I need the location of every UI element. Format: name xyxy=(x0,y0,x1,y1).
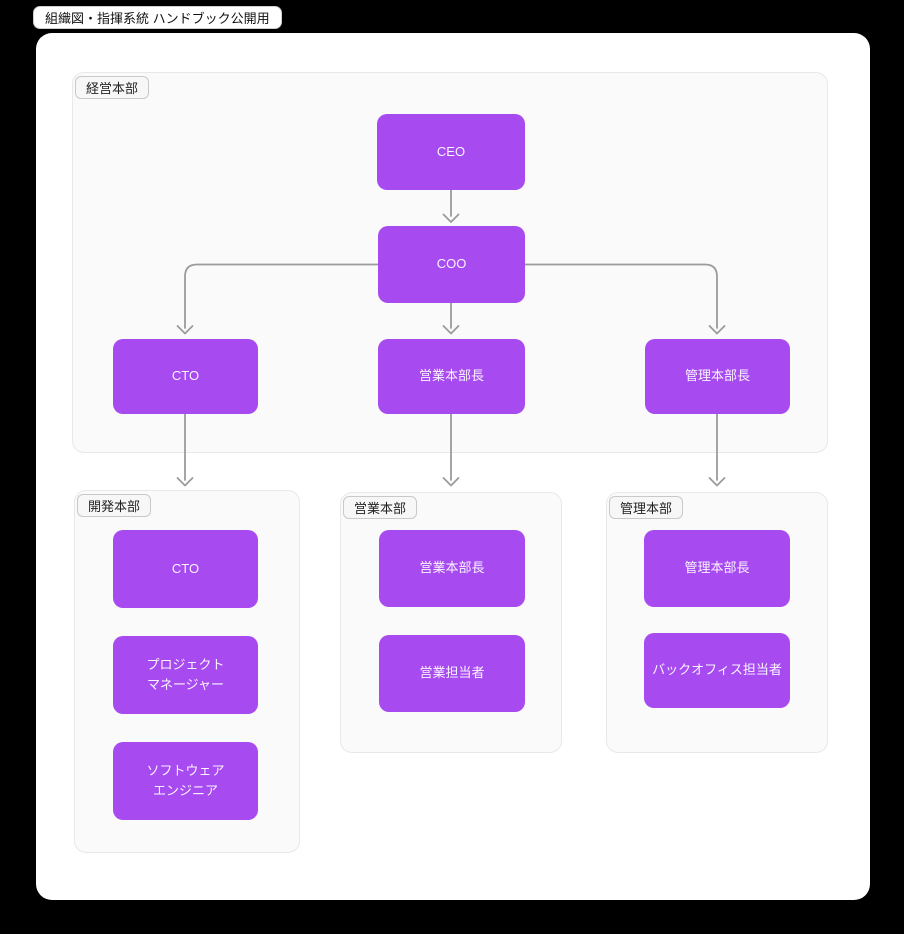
arrowhead-coo-cto xyxy=(176,325,194,335)
arrowhead-cto-development xyxy=(176,477,194,487)
org-node-admin-head[interactable]: 管理本部長 xyxy=(644,530,790,607)
section-label-executive: 経営本部 xyxy=(75,76,150,99)
section-label-development: 開発本部 xyxy=(77,494,152,517)
org-node-cto-development[interactable]: CTO xyxy=(113,530,258,608)
arrowhead-saleshead-sales xyxy=(442,477,460,487)
arrowhead-coo-admin-head xyxy=(708,325,726,335)
org-node-backoffice[interactable]: バックオフィス担当者 xyxy=(644,633,790,708)
org-node-ceo[interactable]: CEO xyxy=(377,114,525,190)
org-node-sales-head[interactable]: 営業本部長 xyxy=(379,530,525,607)
arrowhead-ceo-coo xyxy=(442,213,460,223)
connector-coo-admin-head xyxy=(524,263,718,329)
arrowhead-coo-sales-head xyxy=(442,325,460,335)
org-node-project-manager[interactable]: プロジェクト マネージャー xyxy=(113,636,258,714)
org-node-admin-head-executive[interactable]: 管理本部長 xyxy=(645,339,790,414)
arrowhead-adminhead-admin xyxy=(708,477,726,487)
org-node-coo[interactable]: COO xyxy=(378,226,525,303)
org-node-software-engineer[interactable]: ソフトウェア エンジニア xyxy=(113,742,258,820)
org-node-cto-executive[interactable]: CTO xyxy=(113,339,258,414)
org-node-sales-rep[interactable]: 営業担当者 xyxy=(379,635,525,712)
connector-coo-cto xyxy=(184,263,379,329)
section-label-sales: 営業本部 xyxy=(343,496,418,519)
section-label-admin: 管理本部 xyxy=(609,496,684,519)
diagram-title-pill: 組織図・指揮系統 ハンドブック公開用 xyxy=(33,6,282,29)
org-node-sales-head-executive[interactable]: 営業本部長 xyxy=(378,339,525,414)
